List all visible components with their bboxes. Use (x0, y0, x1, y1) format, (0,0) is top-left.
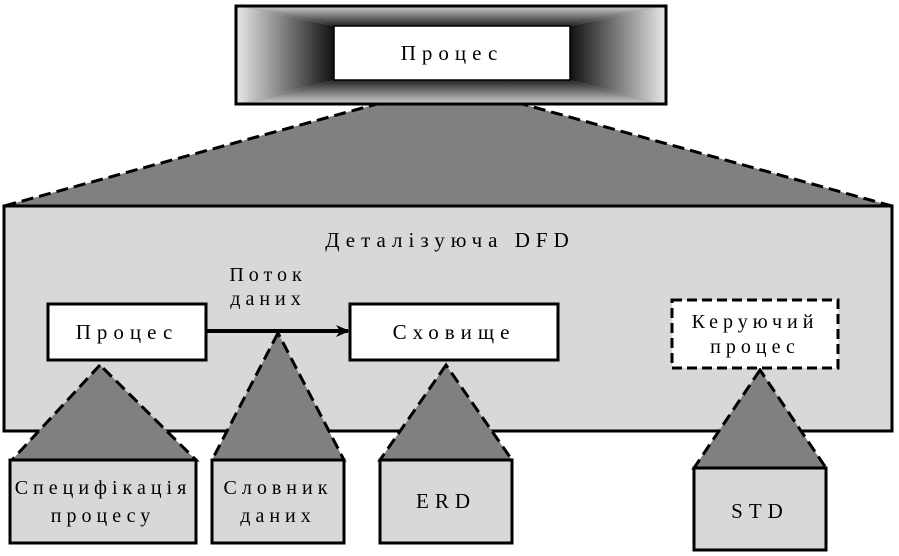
spec-box: Специфікація процесу (8, 458, 198, 545)
top-process-frame: Процес (234, 4, 668, 106)
store-node-label: Сховище (393, 320, 516, 344)
dictionary-box-line1: Словник (224, 477, 333, 499)
dictionary-box-line2: даних (240, 505, 315, 527)
top-process-label: Процес (401, 41, 504, 65)
erd-box: ERD (378, 458, 514, 545)
flow-label-line2: даних (230, 288, 305, 310)
spec-box-line1: Специфікація (15, 477, 192, 499)
store-node (348, 302, 560, 362)
control-process-node (670, 298, 840, 370)
std-box: STD (692, 466, 828, 552)
detail-panel-title: Деталізуюча DFD (325, 228, 575, 252)
process-node-label: Процес (76, 320, 179, 344)
control-process-line2: процес (710, 336, 800, 358)
erd-box-label: ERD (416, 489, 476, 513)
process-node (46, 302, 208, 362)
spec-box-line2: процесу (51, 505, 155, 527)
control-process-line1: Керуючий (692, 311, 819, 333)
std-box-label: STD (731, 499, 789, 523)
flow-label-line1: Поток (229, 264, 306, 286)
dictionary-box: Словник даних (210, 458, 346, 545)
